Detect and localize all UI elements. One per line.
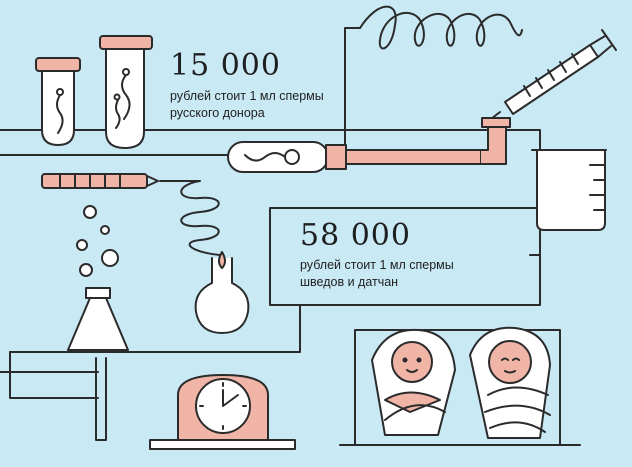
clock-icon: [149, 374, 296, 450]
stat-line: шведов и датчан: [300, 275, 399, 289]
stat-description: рублей стоит 1 мл спермы шведов и датчан: [300, 257, 530, 291]
stat-description: рублей стоит 1 мл спермы русского донора: [170, 88, 400, 122]
stat-line: рублей стоит 1 мл спермы: [300, 258, 454, 272]
stat-swedish-danish-donor: 58 000 рублей стоит 1 мл спермы шведов и…: [300, 220, 530, 291]
baby-icon: [371, 328, 456, 436]
sperm-tube-icon: [227, 117, 511, 173]
test-tube-icon: [99, 35, 153, 149]
coil-icon: [159, 180, 221, 256]
stat-number: 58 000: [300, 218, 411, 253]
stat-number: 15 000: [170, 48, 281, 83]
conical-flask-icon: [67, 287, 129, 441]
coil-top-icon: [359, 5, 523, 50]
baby-icon: [469, 326, 551, 439]
pipette-icon: [41, 173, 159, 189]
flask-icon: [194, 251, 250, 334]
beaker-icon: [531, 149, 607, 231]
stat-russian-donor: 15 000 рублей стоит 1 мл спермы русского…: [170, 50, 400, 122]
test-tube-icon: [35, 57, 81, 146]
stat-line: рублей стоит 1 мл спермы: [170, 89, 324, 103]
syringe-icon: [486, 29, 617, 123]
bubbles: [76, 205, 119, 277]
stat-line: русского донора: [170, 106, 265, 120]
